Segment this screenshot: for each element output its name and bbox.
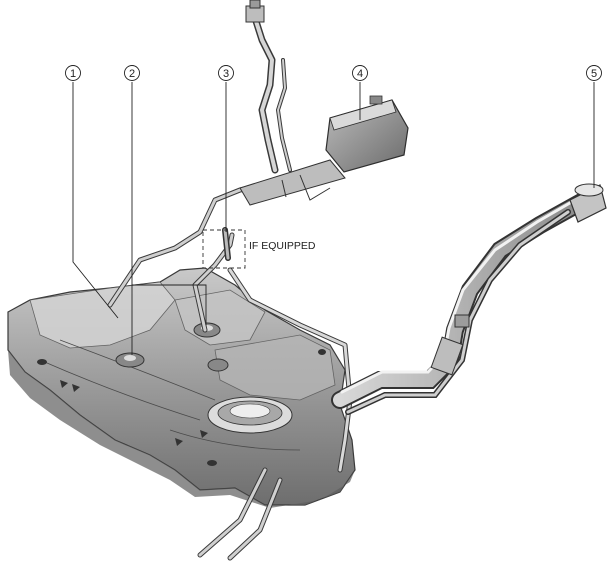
callout-3: 3: [218, 65, 234, 81]
callout-1: 1: [65, 65, 81, 81]
fuel-filler-pipe: [331, 183, 607, 415]
fuel-vapor-lines: [107, 14, 353, 561]
leader-line-2b: [132, 284, 207, 325]
callout-5: 5: [586, 65, 602, 81]
callout-2-number: 2: [129, 68, 135, 80]
fuel-tank: [7, 267, 356, 508]
callout-3-number: 3: [223, 68, 229, 80]
callout-5-number: 5: [591, 68, 597, 80]
leader-lines: [72, 82, 595, 355]
hose-fitting: [245, 0, 265, 23]
callout-2: 2: [124, 65, 140, 81]
if-equipped-label: IF EQUIPPED: [249, 240, 316, 252]
callout-4-number: 4: [357, 68, 363, 80]
callout-4: 4: [352, 65, 368, 81]
leader-line-1: [72, 82, 119, 319]
charcoal-canister: [239, 95, 409, 206]
callout-1-number: 1: [70, 68, 76, 80]
if-equipped-box: IF EQUIPPED: [202, 229, 316, 269]
